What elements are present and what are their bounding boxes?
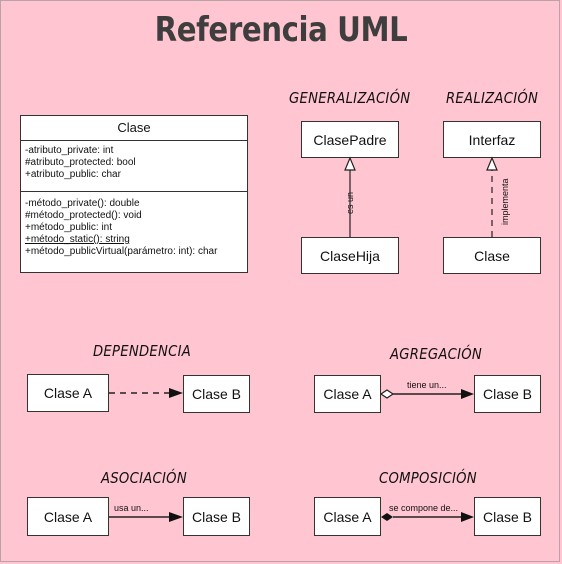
composition-to-box: Clase B (474, 497, 541, 536)
method-public-virtual: +método_publicVirtual(parámetro: int): c… (25, 246, 218, 257)
class-box: Clase -atributo_private: int #atributo_p… (20, 115, 248, 273)
heading-generalization: GENERALIZACIÓN (289, 89, 411, 107)
dependency-to-box: Clase B (183, 375, 250, 413)
association-edge-label: usa un... (114, 503, 149, 513)
association-from-box: Clase A (27, 497, 109, 536)
aggregation-from-box: Clase A (314, 375, 381, 413)
realization-interface-box: Interfaz (443, 121, 541, 158)
heading-association: ASOCIACIÓN (101, 469, 187, 487)
generalization-edge-label: es un (345, 191, 355, 214)
generalization-parent-box: ClasePadre (301, 121, 399, 158)
class-methods: -método_private(): double #método_protec… (21, 192, 247, 258)
method-public: +método_public: int (25, 222, 113, 233)
realization-class-box: Clase (443, 237, 541, 274)
heading-dependency: DEPENDENCIA (93, 342, 192, 360)
heading-composition: COMPOSICIÓN (379, 469, 477, 487)
heading-aggregation: AGREGACIÓN (390, 345, 483, 363)
generalization-child-box: ClaseHija (301, 237, 399, 274)
attribute-public: +atributo_public: char (25, 169, 121, 180)
aggregation-edge-label: tiene un... (407, 380, 447, 390)
method-static: +método_static(): string (25, 234, 130, 245)
realization-edge-label: implementa (500, 178, 510, 225)
attribute-protected: #atributo_protected: bool (25, 157, 136, 168)
method-private: -método_private(): double (25, 198, 140, 209)
dependency-from-box: Clase A (27, 374, 109, 412)
association-to-box: Clase B (183, 497, 250, 536)
heading-realization: REALIZACIÓN (446, 89, 539, 107)
composition-edge-label: se compone de... (389, 503, 459, 513)
class-name: Clase (21, 116, 247, 141)
class-attributes: -atributo_private: int #atributo_protect… (21, 141, 247, 192)
aggregation-to-box: Clase B (474, 375, 541, 413)
method-protected: #método_protected(): void (25, 210, 142, 221)
attribute-private: -atributo_private: int (25, 145, 114, 156)
page-title: Referencia UML (154, 10, 408, 50)
composition-from-box: Clase A (314, 497, 381, 536)
